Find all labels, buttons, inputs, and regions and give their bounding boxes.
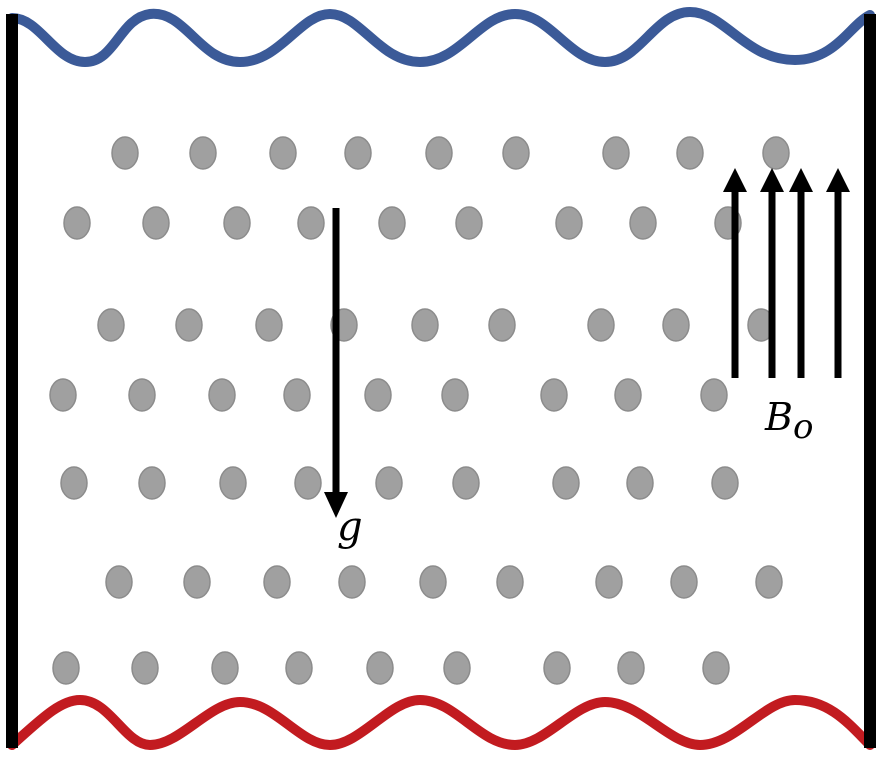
field-label: Bo bbox=[764, 395, 813, 447]
particle bbox=[269, 136, 297, 170]
particle bbox=[629, 206, 657, 240]
particle bbox=[425, 136, 453, 170]
particle bbox=[552, 466, 580, 500]
particle bbox=[419, 565, 447, 599]
field-label-sub: o bbox=[793, 407, 813, 447]
particle bbox=[60, 466, 88, 500]
gravity-arrow-icon bbox=[324, 208, 348, 518]
gravity-label: g bbox=[337, 504, 363, 550]
particle bbox=[52, 651, 80, 685]
particle bbox=[63, 206, 91, 240]
particle bbox=[189, 136, 217, 170]
arrow-up-icon bbox=[760, 168, 784, 378]
particle bbox=[223, 206, 251, 240]
particle bbox=[626, 466, 654, 500]
particle bbox=[175, 308, 203, 342]
particle bbox=[211, 651, 239, 685]
particle bbox=[502, 136, 530, 170]
particle bbox=[111, 136, 139, 170]
field-label-main: B bbox=[764, 395, 793, 439]
particle bbox=[614, 378, 642, 412]
particle bbox=[97, 308, 125, 342]
particle bbox=[700, 378, 728, 412]
particle bbox=[595, 565, 623, 599]
arrow-up-icon bbox=[723, 168, 747, 378]
particle bbox=[411, 308, 439, 342]
particle bbox=[208, 378, 236, 412]
particle bbox=[105, 565, 133, 599]
particle bbox=[496, 565, 524, 599]
particle bbox=[131, 651, 159, 685]
particle bbox=[142, 206, 170, 240]
top-boundary-wave bbox=[7, 6, 875, 68]
particle bbox=[441, 378, 469, 412]
particle bbox=[138, 466, 166, 500]
particle bbox=[364, 378, 392, 412]
particle bbox=[338, 565, 366, 599]
particle bbox=[128, 378, 156, 412]
particle bbox=[263, 565, 291, 599]
particle-grid bbox=[49, 136, 790, 685]
particle bbox=[488, 308, 516, 342]
particle bbox=[543, 651, 571, 685]
arrow-up-icon bbox=[789, 168, 813, 378]
particle bbox=[602, 136, 630, 170]
particle bbox=[670, 565, 698, 599]
particle bbox=[455, 206, 483, 240]
particle bbox=[452, 466, 480, 500]
particle bbox=[183, 565, 211, 599]
particle bbox=[702, 651, 730, 685]
particle bbox=[662, 308, 690, 342]
particle bbox=[294, 466, 322, 500]
particle bbox=[676, 136, 704, 170]
particle bbox=[540, 378, 568, 412]
particle bbox=[755, 565, 783, 599]
particle bbox=[375, 466, 403, 500]
particle bbox=[283, 378, 311, 412]
particle bbox=[587, 308, 615, 342]
particle bbox=[711, 466, 739, 500]
particle bbox=[617, 651, 645, 685]
particle bbox=[555, 206, 583, 240]
magnetic-field-arrows-icon bbox=[723, 168, 850, 378]
particle bbox=[219, 466, 247, 500]
particle bbox=[378, 206, 406, 240]
particle bbox=[344, 136, 372, 170]
particle bbox=[49, 378, 77, 412]
particle bbox=[443, 651, 471, 685]
particle bbox=[366, 651, 394, 685]
particle bbox=[285, 651, 313, 685]
particle bbox=[297, 206, 325, 240]
particle bbox=[255, 308, 283, 342]
bottom-boundary-wave bbox=[7, 694, 875, 751]
arrow-up-icon bbox=[826, 168, 850, 378]
particle bbox=[762, 136, 790, 170]
